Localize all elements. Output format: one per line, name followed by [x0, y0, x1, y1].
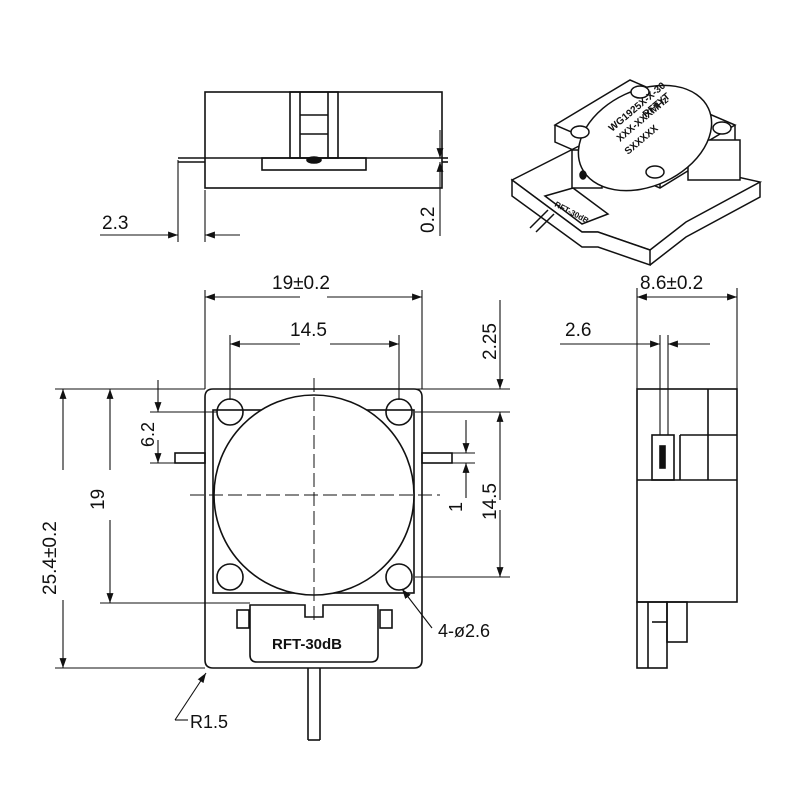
- dim-hole-spacing-height: 19: [88, 489, 109, 510]
- mount-hole-bottom-left: [216, 563, 244, 591]
- dim-hole-offset-top: 2.25: [480, 323, 501, 360]
- side-dimensions: [560, 288, 738, 435]
- dim-pin-width: 1: [446, 502, 466, 512]
- dim-side-pin-offset: 2.6: [565, 320, 591, 341]
- resistor-label: RFT-30dB: [272, 636, 342, 653]
- dim-corner-radius: R1.5: [190, 712, 228, 732]
- dim-hole-spec: 4-ø2.6: [438, 621, 490, 641]
- side-view: [636, 388, 738, 669]
- front-dimensions: [55, 290, 510, 721]
- mount-hole-top-left: [216, 398, 244, 426]
- top-view: [178, 91, 448, 189]
- dim-side-thickness: 8.6±0.2: [640, 273, 703, 294]
- isometric-view: [510, 79, 763, 267]
- mount-hole-bottom-right: [385, 563, 413, 591]
- dim-top-width-offset: 2.3: [102, 213, 128, 234]
- mount-hole-top-right: [385, 398, 413, 426]
- dim-pin-offset: 6.2: [138, 422, 158, 447]
- top-view-dimensions: [100, 130, 444, 242]
- front-centerlines: [190, 378, 440, 620]
- dim-total-width: 19±0.2: [272, 273, 330, 294]
- dim-hole-spacing-y: 14.5: [480, 483, 501, 520]
- dim-total-height: 25.4±0.2: [40, 521, 61, 595]
- dim-hole-spacing-x: 14.5: [290, 320, 327, 341]
- dim-top-height-offset: 0.2: [418, 207, 439, 233]
